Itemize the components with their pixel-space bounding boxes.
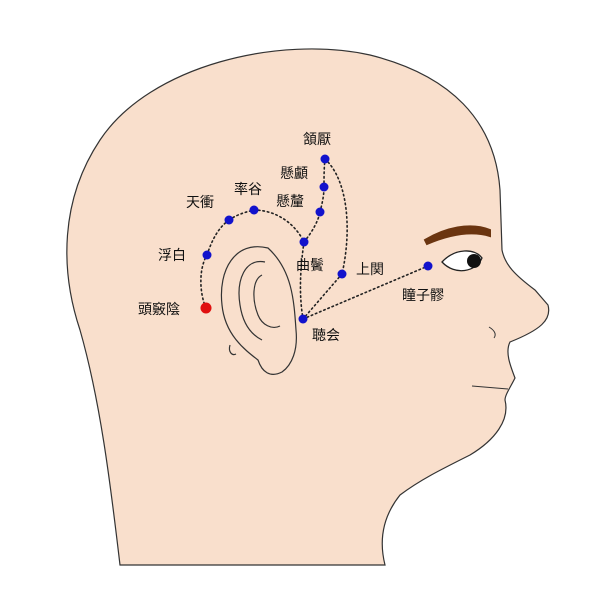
eye — [441, 250, 483, 272]
acupoint-hanyan-dot — [320, 154, 330, 164]
acupoint-shangguan-dot — [337, 269, 347, 279]
acupoint-xuanli-dot — [315, 207, 325, 217]
ear — [220, 246, 297, 375]
meridian-path — [200, 158, 429, 320]
acupoint-shuaigu-dot — [249, 205, 259, 215]
head-silhouette — [66, 48, 550, 566]
acupoint-shuaigu-label: 率谷 — [234, 181, 262, 198]
acupoint-xuanlu-dot — [319, 182, 329, 192]
acupoint-tinghui-dot — [298, 314, 308, 324]
acupoint-qubin-label: 曲鬢 — [296, 258, 324, 274]
acupoint-xuanlu-label: 懸顱 — [280, 166, 308, 182]
acupoint-tianchong-label: 天衝 — [186, 195, 214, 211]
acupoint-tinghui-label: 聴会 — [312, 328, 340, 344]
acupoint-hanyan-label: 頷厭 — [303, 132, 331, 148]
nostril-line — [488, 326, 496, 339]
acupoint-xuanli-label: 懸釐 — [276, 194, 304, 210]
acupoint-zulinqi-label: 頭竅陰 — [138, 302, 180, 318]
acupoint-tongziliao-label: 瞳子髎 — [402, 287, 444, 304]
acupoint-fubai-label: 浮白 — [158, 248, 186, 264]
eyebrow — [423, 225, 491, 246]
mouth-line — [471, 385, 509, 390]
acupoint-fubai-dot — [202, 250, 212, 260]
acupoint-shangguan-label: 上関 — [356, 262, 384, 278]
acupoint-tongziliao-dot — [423, 261, 433, 271]
acupoint-qubin-dot — [299, 237, 309, 247]
acupoint-tianchong-dot — [224, 215, 234, 225]
acupoint-zulinqi-dot — [200, 302, 212, 314]
